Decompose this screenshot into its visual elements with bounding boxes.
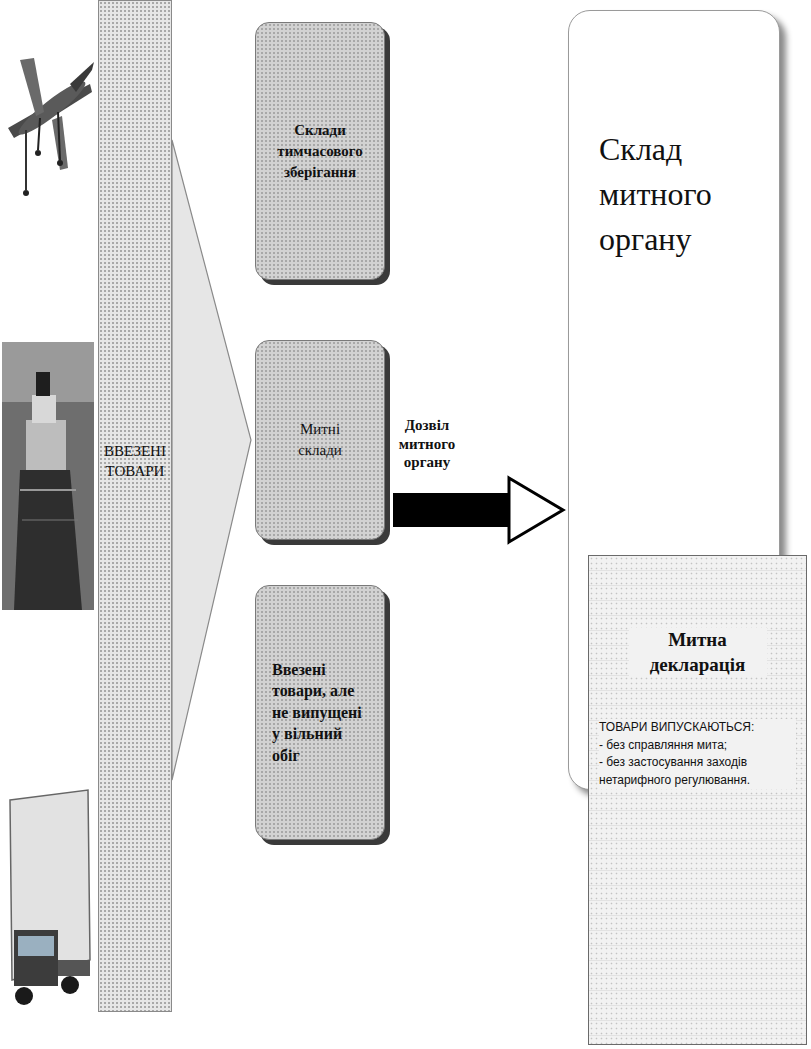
band: ВВЕЗЕНІ ТОВАРИ <box>98 0 172 1012</box>
edge-label: Дозвіл митного органу <box>391 416 463 472</box>
airplane-picture <box>2 2 94 222</box>
chevron-shape <box>172 140 251 780</box>
node-text: ВВЕЗЕНІ ТОВАРИ <box>102 441 168 482</box>
arrow-shaft <box>393 493 509 527</box>
node-text: - без справляння мита; <box>599 737 796 754</box>
node-text: ТОВАРИ ВИПУСКАЮТЬСЯ: <box>599 719 796 736</box>
process-box: Склади тимчасового зберігання <box>255 22 385 280</box>
declaration-document: Митна деклараціяТОВАРИ ВИПУСКАЮТЬСЯ:- бе… <box>588 555 807 1045</box>
process-box: Ввезені товари, але не випущені у вільни… <box>255 585 385 840</box>
chevron-arrow <box>172 140 251 780</box>
process-box: Митні склади <box>255 340 385 540</box>
node-text: Ввезені товари, але не випущені у вільни… <box>272 659 364 767</box>
node-text: Митні склади <box>280 419 360 461</box>
truck-picture <box>2 775 94 1010</box>
arrow-head <box>509 478 563 542</box>
ship-picture <box>2 342 94 610</box>
node-text: Склади тимчасового зберігання <box>264 120 376 183</box>
node-text: Склад митного органу <box>599 127 749 261</box>
block-arrow <box>393 478 563 542</box>
node-text: Митна декларація <box>629 628 767 677</box>
node-text: - без застосування заходів нетарифного р… <box>599 754 796 789</box>
